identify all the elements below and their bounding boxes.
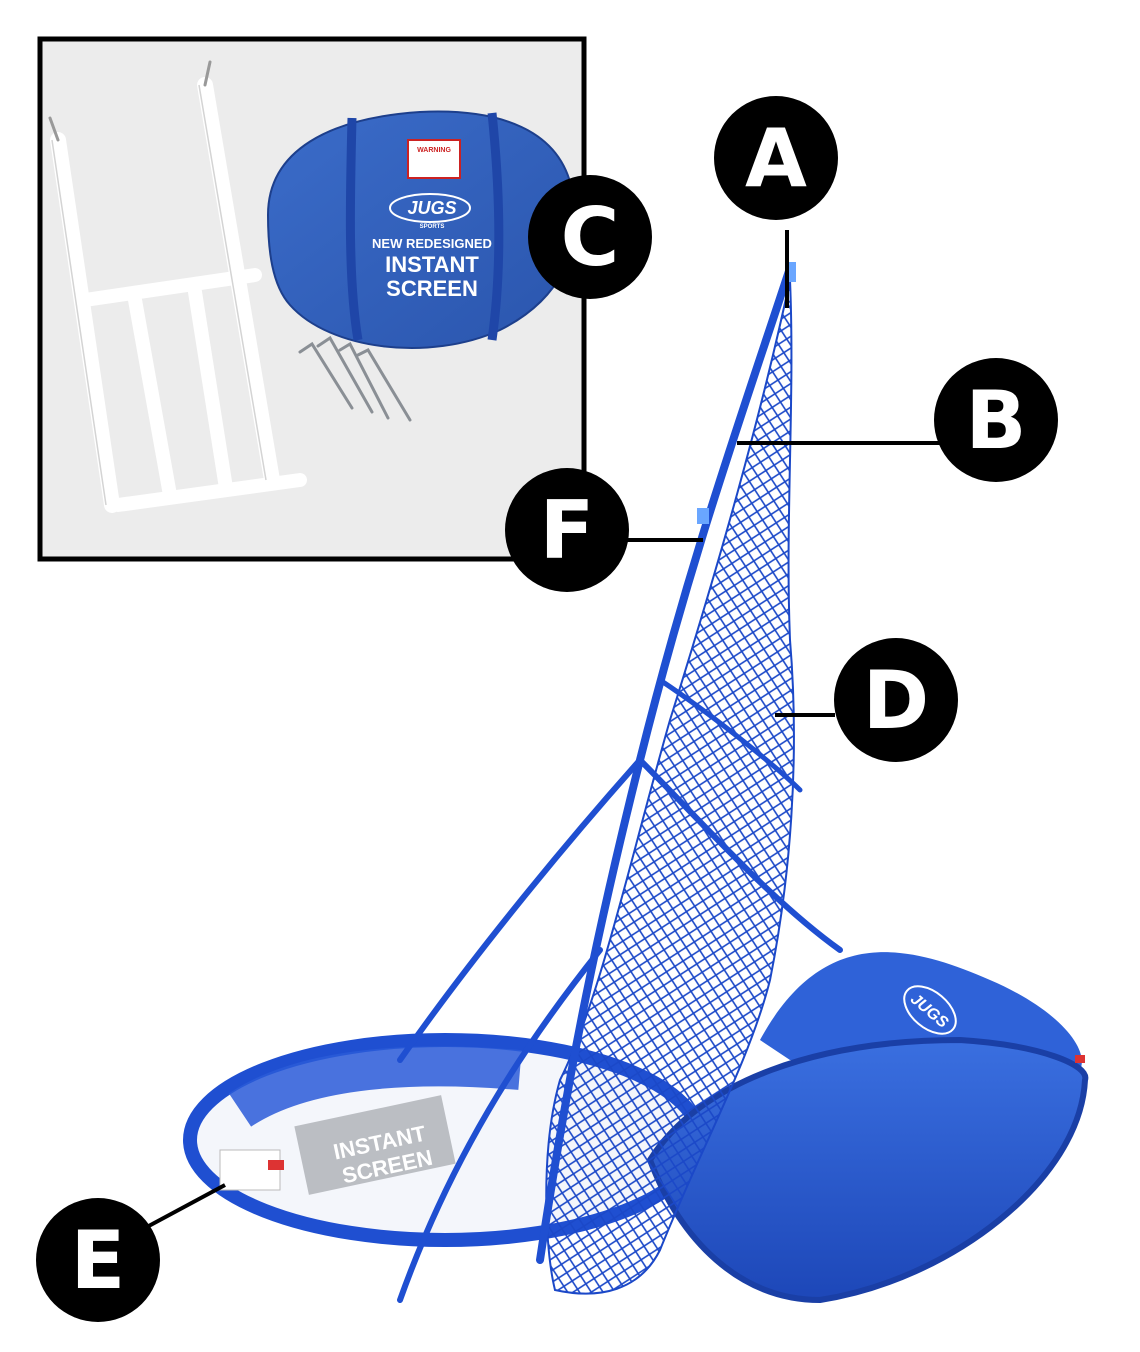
- callout-b: B: [934, 358, 1058, 482]
- warning-label-red-mark: [268, 1160, 284, 1170]
- bag-brand-sub-text: SPORTS: [420, 224, 445, 230]
- carry-bag: WARNING JUGS SPORTS NEW REDESIGNED INSTA…: [266, 110, 576, 350]
- callout-circle-e: [36, 1198, 160, 1322]
- connector-f: [697, 508, 709, 524]
- callout-a: A: [714, 96, 838, 220]
- accessories-inset: WARNING JUGS SPORTS NEW REDESIGNED INSTA…: [37, 36, 587, 562]
- bag-line2-text: INSTANT: [385, 252, 479, 277]
- callout-circle-b: [934, 358, 1058, 482]
- callout-e: E: [36, 1198, 160, 1322]
- strap-harness-shading: [51, 84, 267, 506]
- instant-screen: INSTANT SCREEN JUGS: [183, 262, 1089, 1304]
- bag-brand-text: JUGS: [407, 198, 456, 218]
- callout-letter-e: E: [71, 1214, 126, 1307]
- callout-letter-a: A: [745, 112, 807, 205]
- callout-circle-d: [834, 638, 958, 762]
- right-pad-red-mark: [1075, 1055, 1085, 1063]
- leader-lines: [144, 230, 940, 1230]
- callout-letter-b: B: [966, 374, 1027, 467]
- callout-c: C: [528, 175, 652, 299]
- strap-harness: [48, 60, 307, 513]
- bag-line1-text: NEW REDESIGNED: [372, 236, 492, 251]
- top-connector-a: [786, 262, 796, 282]
- callout-circle-c: [528, 175, 652, 299]
- callout-letter-c: C: [561, 191, 620, 284]
- callout-letter-d: D: [863, 654, 929, 747]
- bag-line3-text: SCREEN: [386, 276, 478, 301]
- callout-circle-f: [505, 468, 629, 592]
- callout-f: F: [505, 468, 629, 592]
- right-base-pad: JUGS: [646, 952, 1089, 1304]
- ground-stakes: [298, 335, 412, 422]
- callout-circle-a: [714, 96, 838, 220]
- frame-poles: [397, 264, 843, 1303]
- callout-d: D: [834, 638, 958, 762]
- warning-tag: [407, 139, 461, 179]
- callout-badges: A B C D E F: [36, 96, 1058, 1322]
- warning-tag-text: WARNING: [417, 147, 451, 154]
- callout-letter-f: F: [540, 484, 595, 577]
